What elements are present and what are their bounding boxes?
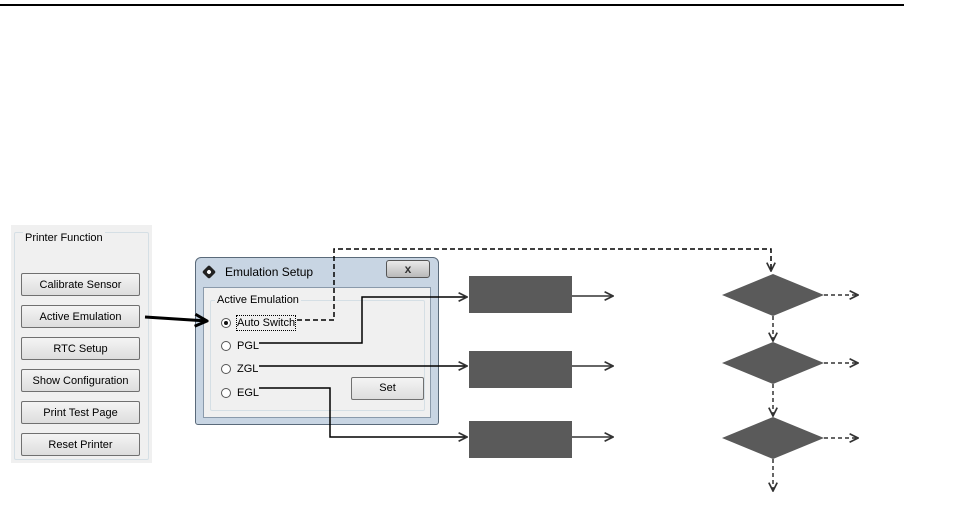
pgl-connector bbox=[259, 297, 467, 344]
reset-printer-button[interactable]: Reset Printer bbox=[21, 433, 140, 456]
radio-button[interactable] bbox=[221, 388, 231, 398]
decision-diamond-3 bbox=[722, 417, 824, 459]
auto-switch-dashed-line bbox=[297, 248, 771, 321]
radio-label: ZGL bbox=[237, 363, 259, 375]
calibrate-sensor-button[interactable]: Calibrate Sensor bbox=[21, 273, 140, 296]
decision-diamond-2 bbox=[722, 342, 824, 384]
process-box-zgl bbox=[469, 351, 572, 388]
printer-function-title: Printer Function bbox=[23, 232, 105, 244]
radio-button[interactable] bbox=[221, 341, 231, 351]
printer-function-group: Printer Function bbox=[14, 232, 149, 460]
printer-function-panel: Printer Function Calibrate Sensor Active… bbox=[11, 225, 152, 463]
radio-button[interactable] bbox=[221, 364, 231, 374]
radio-label: Auto Switch bbox=[235, 315, 297, 331]
top-rule bbox=[0, 4, 904, 6]
active-emulation-button[interactable]: Active Emulation bbox=[21, 305, 140, 328]
emulation-setup-window: Emulation Setup x Active Emulation Auto … bbox=[195, 257, 439, 425]
radio-label: EGL bbox=[237, 387, 260, 399]
active-emulation-title: Active Emulation bbox=[215, 293, 301, 307]
window-title: Emulation Setup bbox=[225, 265, 314, 279]
window-client-area: Active Emulation Auto Switch PGL ZGL EGL… bbox=[203, 287, 431, 418]
print-test-page-button[interactable]: Print Test Page bbox=[21, 401, 140, 424]
thick-arrow bbox=[144, 317, 207, 321]
decision-diamond-1 bbox=[722, 274, 824, 316]
set-button[interactable]: Set bbox=[351, 377, 424, 400]
radio-button-selected[interactable] bbox=[221, 318, 231, 328]
active-emulation-group: Active Emulation Auto Switch PGL ZGL EGL… bbox=[210, 293, 425, 411]
show-configuration-button[interactable]: Show Configuration bbox=[21, 369, 140, 392]
rtc-setup-button[interactable]: RTC Setup bbox=[21, 337, 140, 360]
egl-connector bbox=[259, 387, 467, 437]
process-box-pgl bbox=[469, 276, 572, 313]
process-box-egl bbox=[469, 421, 572, 458]
close-button[interactable]: x bbox=[386, 260, 430, 278]
radio-label: PGL bbox=[237, 340, 260, 352]
